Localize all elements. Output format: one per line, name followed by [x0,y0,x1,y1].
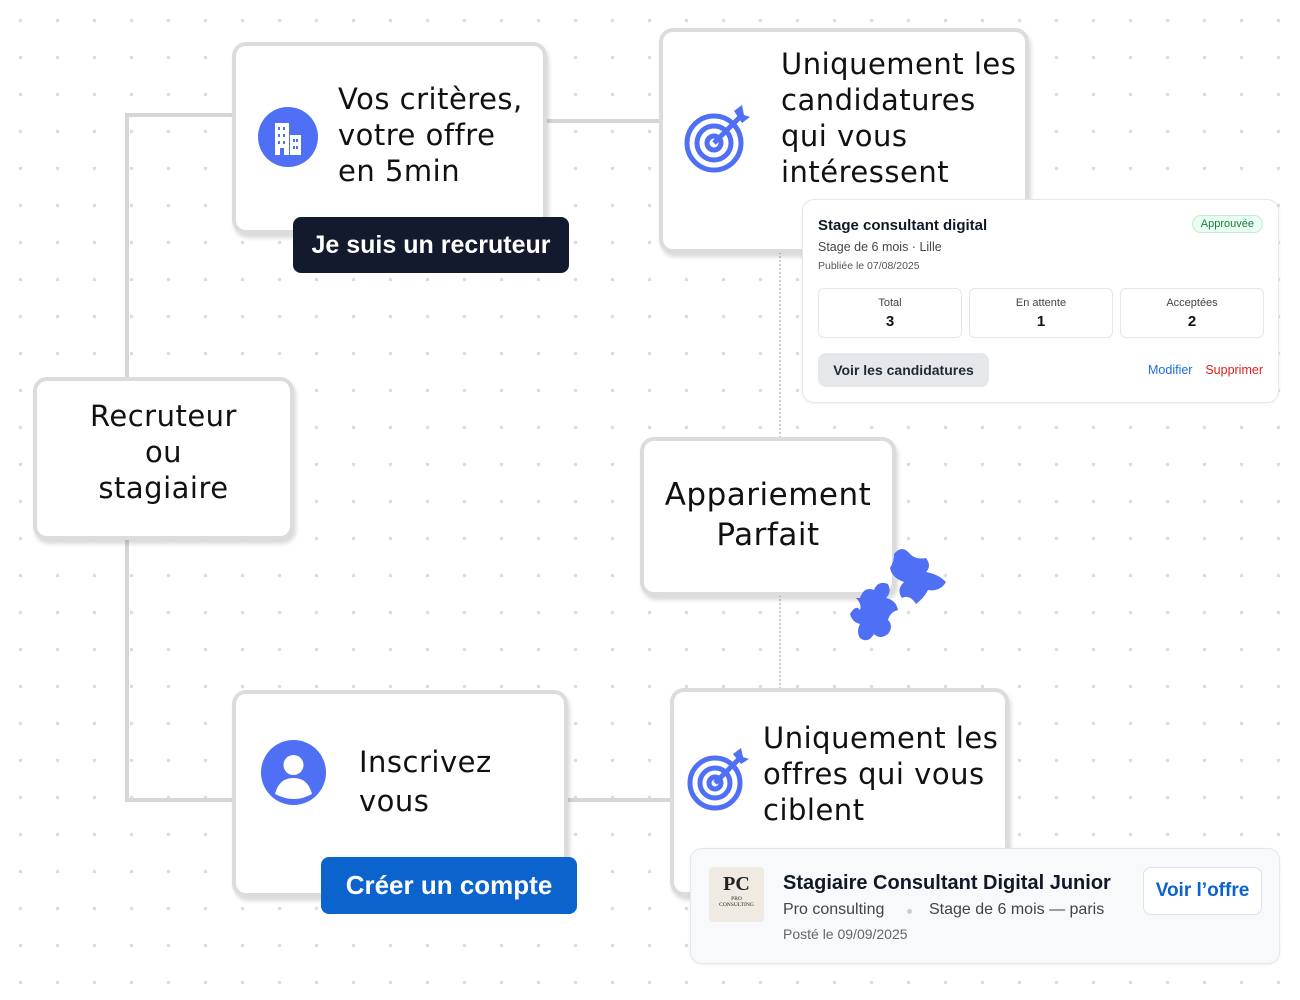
stat-value: 3 [885,313,895,330]
connector [125,537,129,802]
root-text: Recruteur ou stagiaire [33,398,294,506]
text-line: stagiaire [98,471,229,505]
job-title: Stagiaire Consultant Digital Junior [783,872,1111,894]
text-line: ou [144,435,183,469]
text-line: Vos critères, [338,82,523,116]
stat-value: 1 [1036,313,1046,330]
stat-label: En attente [1015,297,1067,309]
text-line: candidatures [781,83,976,117]
offer-subtitle: Stage de 6 mois · Lille [818,240,942,254]
job-posted: Posté le 09/09/2025 [783,926,908,942]
status-badge: Approuvée [1191,215,1263,233]
connector [125,798,233,802]
target-icon [682,103,752,177]
text-line: vous [359,784,430,818]
stat-total: Total 3 [818,288,962,338]
match-node [640,437,896,596]
job-card: PC PRO CONSULTING Stagiaire Consultant D… [690,848,1280,964]
job-details: Stage de 6 mois — paris [929,901,1105,918]
company-logo: PC PRO CONSULTING [709,867,764,922]
connector [125,113,129,379]
logo-mark: PC [723,873,750,895]
signup-text: Inscrivez vous [359,743,492,821]
recruiter-button[interactable]: Je suis un recruteur [293,217,569,273]
connector [546,119,660,123]
target-offers-text: Uniquement les offres qui vous ciblent [763,720,998,828]
stat-pending: En attente 1 [969,288,1113,338]
text-line: Uniquement les [781,47,1017,81]
text-line: en 5min [338,154,461,188]
connector [125,113,233,117]
target-candidates-text: Uniquement les candidatures qui vous int… [781,46,1016,190]
view-applications-button[interactable]: Voir les candidatures [818,353,989,387]
user-icon [261,740,326,809]
offer-card: Stage consultant digital Approuvée Stage… [802,199,1279,403]
building-icon [258,107,318,171]
offer-title: Stage consultant digital [818,217,988,234]
text-line: qui vous [781,119,908,153]
separator-dot [907,909,912,914]
connector [566,798,672,802]
company-name: Pro consulting [783,901,885,918]
root-node [33,377,294,540]
text-line: Parfait [716,517,820,553]
text-line: Inscrivez [359,745,492,779]
text-line: ciblent [763,793,865,827]
target-icon [685,746,750,815]
edit-link[interactable]: Modifier [1148,363,1193,377]
stat-label: Acceptées [1166,297,1218,309]
stat-value: 2 [1187,313,1197,330]
text-line: Appariement [664,477,872,513]
logo-text: PRO CONSULTING [719,896,754,908]
stat-label: Total [878,297,902,309]
puzzle-icon [846,546,950,652]
delete-link[interactable]: Supprimer [1205,363,1263,377]
dotted-connector [779,252,781,438]
text-line: votre offre [338,118,496,152]
recruiter-offer-text: Vos critères, votre offre en 5min [338,81,523,189]
view-offer-button[interactable]: Voir l’offre [1143,867,1262,915]
text-line: offres qui vous [763,757,985,791]
stat-accepted: Acceptées 2 [1120,288,1264,338]
match-text: Appariement Parfait [640,475,896,555]
text-line: Recruteur [90,399,237,433]
dotted-connector [779,595,781,689]
offer-published: Publiée le 07/08/2025 [818,260,920,272]
text-line: Uniquement les [763,721,999,755]
create-account-button[interactable]: Créer un compte [321,857,577,914]
text-line: intéressent [781,155,950,189]
